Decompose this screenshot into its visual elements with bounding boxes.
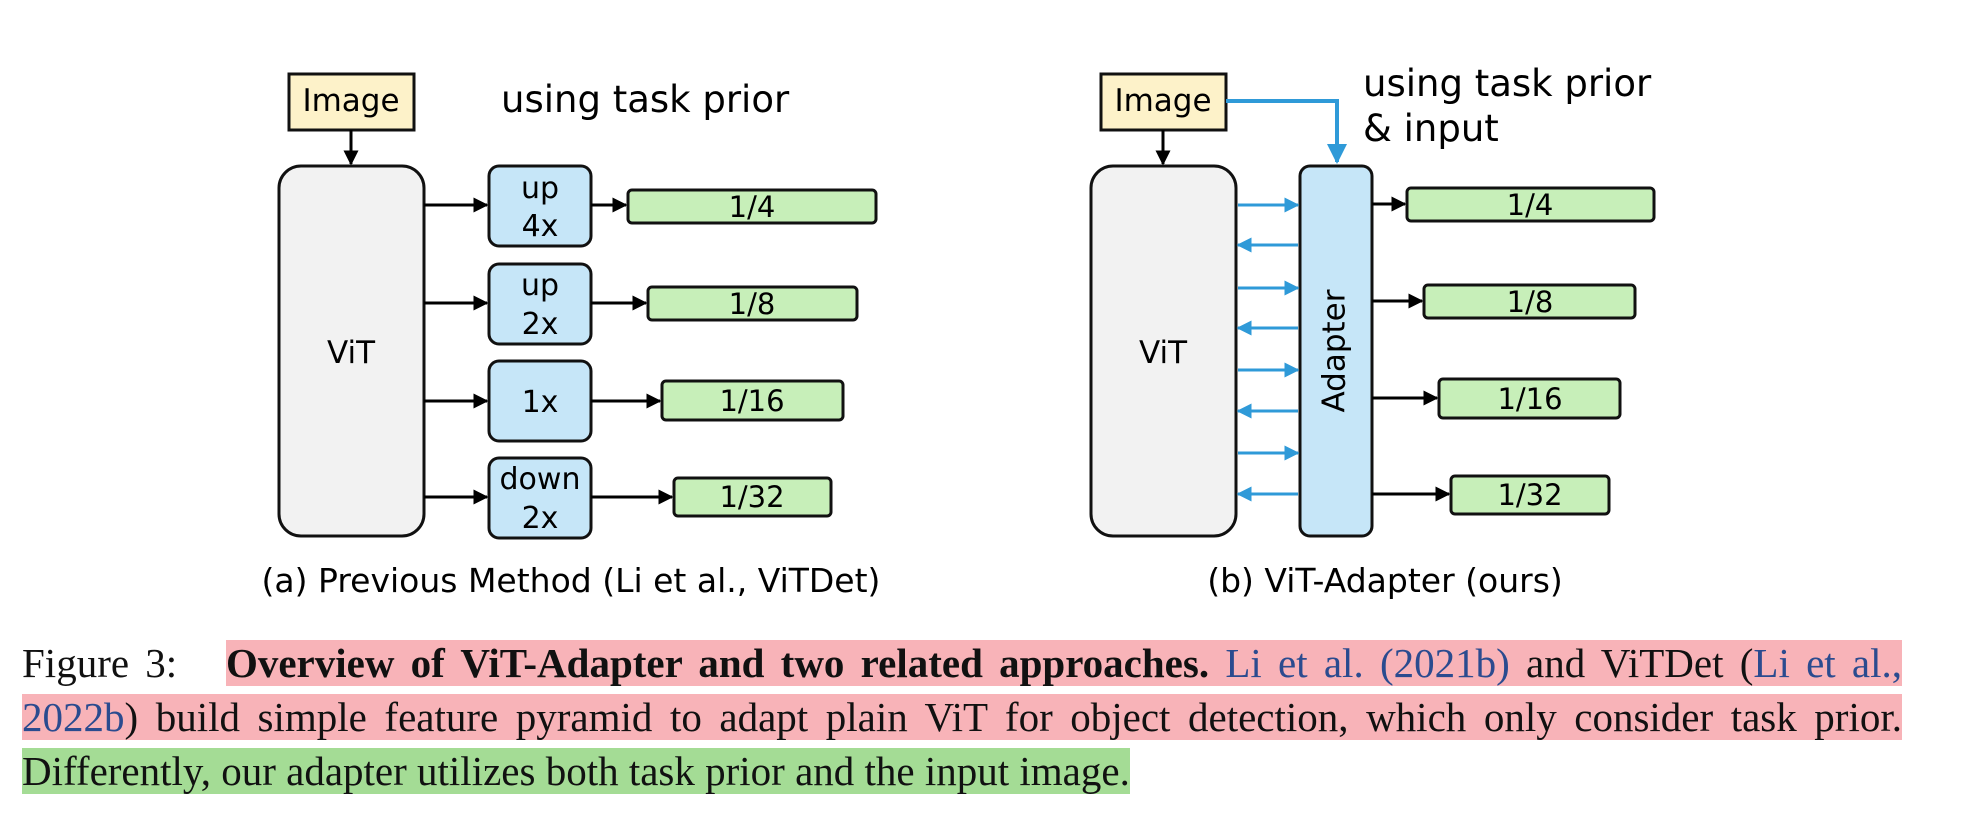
panel-b-caption: (b) ViT-Adapter (ours)	[1207, 561, 1563, 600]
caption-title: Overview of ViT-Adapter and two related …	[225, 640, 1210, 686]
output-box	[1422, 283, 1637, 320]
op-label-bottom: 2x	[522, 501, 559, 536]
op-label-bottom: 2x	[522, 307, 559, 342]
task-prior-note: using task prior	[501, 78, 790, 121]
op-down-2x: down 2x 1/32	[424, 456, 833, 540]
output-box	[626, 188, 878, 225]
vit-block	[277, 164, 426, 538]
adapter-block	[1298, 164, 1374, 538]
panel-a: Image using task prior ViT up 4x 1/4 up …	[262, 72, 881, 600]
adapter-label: Adapter	[1317, 289, 1353, 412]
caption-text: and ViTDet (	[1526, 640, 1754, 686]
panel-a-caption: (a) Previous Method (Li et al., ViTDet)	[262, 561, 881, 600]
op-up-4x: up 4x 1/4	[424, 164, 878, 248]
op-up-2x: up 2x 1/8	[424, 262, 859, 346]
output-label: 1/4	[1507, 188, 1554, 222]
output-label: 1/32	[719, 480, 784, 514]
output-box	[660, 379, 845, 422]
output-label: 1/16	[1497, 382, 1562, 416]
output-box	[1449, 474, 1611, 516]
op-label-bottom: 4x	[522, 209, 559, 244]
op-1x: 1x 1/16	[424, 359, 845, 443]
task-prior-note-line1: using task prior	[1363, 62, 1652, 105]
op-label-top: down	[500, 462, 581, 497]
vit-label: ViT	[1139, 335, 1188, 371]
output-box	[1437, 377, 1622, 420]
image-to-adapter-arrow	[1226, 99, 1347, 164]
vit-block	[1089, 164, 1238, 538]
figure-label: Figure 3:	[22, 640, 178, 686]
op-label-top: up	[521, 171, 559, 206]
caption-part-ours: Differently, our adapter utilizes both t…	[22, 748, 1130, 794]
op-label-top: up	[521, 268, 559, 303]
vit-label: ViT	[327, 335, 376, 371]
output-label: 1/16	[719, 384, 784, 418]
caption-text: ) build simple feature pyramid to adapt …	[124, 694, 1903, 740]
output-box	[646, 285, 859, 322]
output-label: 1/8	[1507, 285, 1554, 319]
figure-caption: Figure 3: Overview of ViT-Adapter and tw…	[22, 636, 1903, 798]
citation-li-2021b[interactable]: Li et al. (2021b)	[1225, 640, 1510, 686]
output-label: 1/8	[729, 287, 776, 321]
architecture-figure: Image using task prior ViT up 4x 1/4 up …	[262, 62, 1656, 600]
task-prior-note-line2: & input	[1363, 107, 1499, 150]
op-label: 1x	[522, 385, 559, 420]
vit-adapter-interactions	[1236, 197, 1300, 502]
caption-part-prior: Overview of ViT-Adapter and two related …	[22, 640, 1903, 740]
panel-b: Image using task prior & input ViT Adapt…	[1089, 62, 1656, 600]
citation-li-2022b[interactable]: Li et al., 2022b	[22, 640, 1903, 740]
image-label: Image	[302, 83, 399, 119]
output-box	[672, 476, 833, 518]
image-label: Image	[1114, 83, 1211, 119]
output-label: 1/4	[729, 190, 776, 224]
output-box	[1405, 186, 1656, 223]
output-label: 1/32	[1497, 478, 1562, 512]
